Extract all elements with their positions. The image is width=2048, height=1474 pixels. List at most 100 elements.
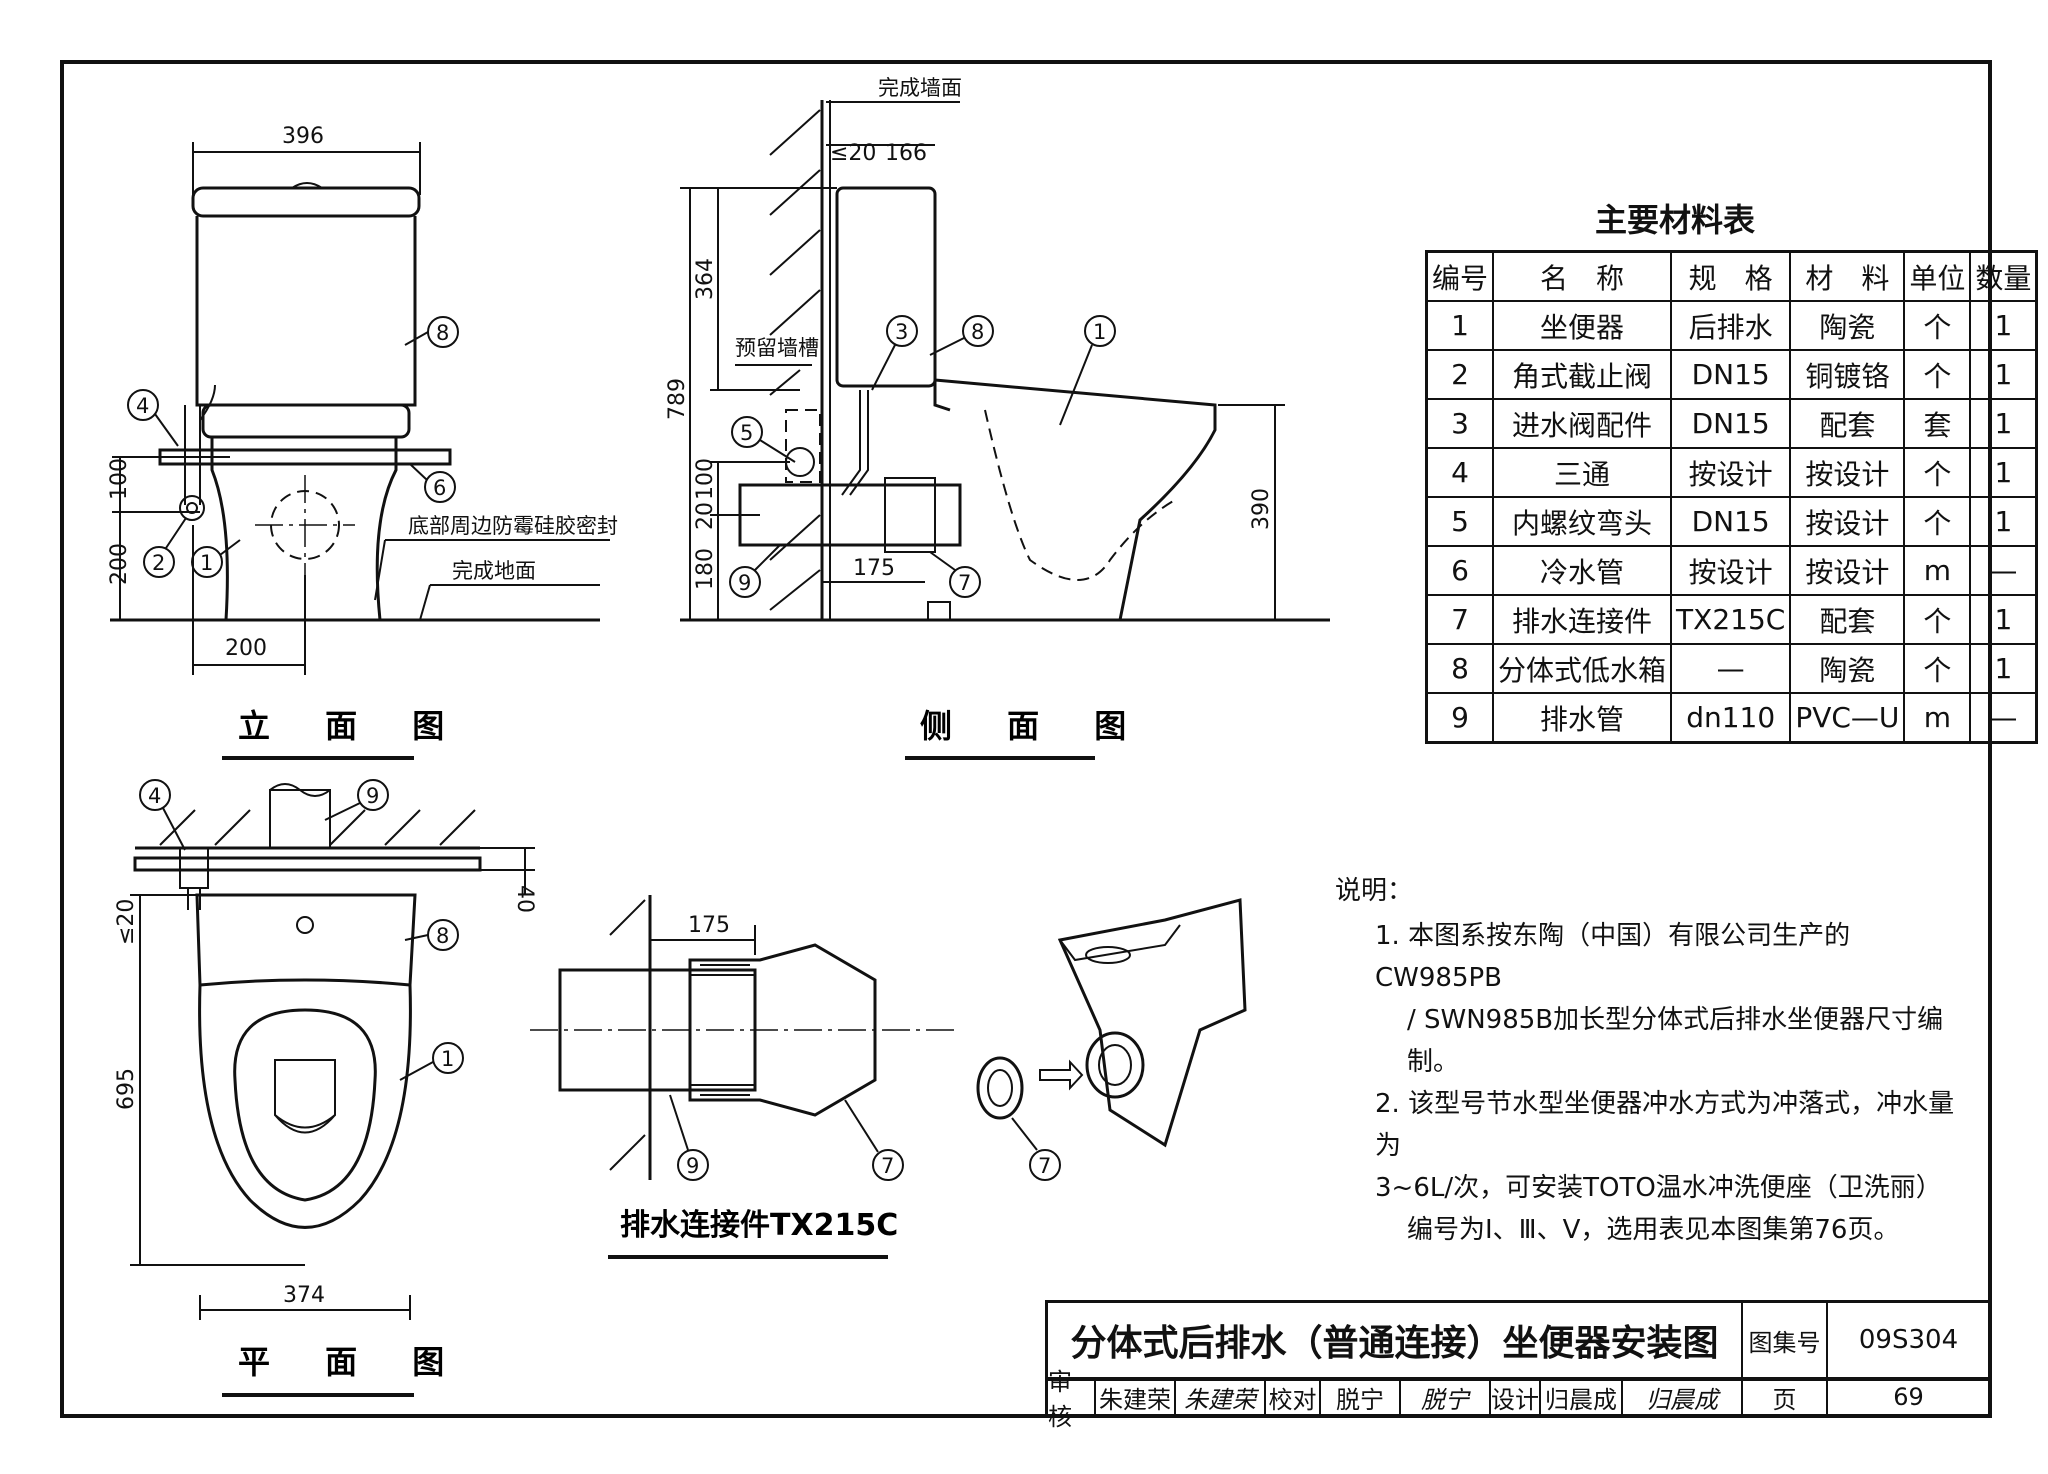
atlas-number: 09S304 bbox=[1828, 1303, 1989, 1379]
materials-cell: — bbox=[1969, 692, 2038, 744]
callout-2-elevation: 2 bbox=[143, 517, 187, 578]
materials-cell: 内螺纹弯头 bbox=[1492, 496, 1673, 547]
dim-695: 695 bbox=[114, 1068, 139, 1110]
dim-180: 180 bbox=[693, 548, 718, 590]
dim-175-side: 175 bbox=[853, 556, 895, 581]
materials-cell: 4 bbox=[1425, 447, 1495, 498]
svg-text:8: 8 bbox=[971, 320, 984, 344]
materials-cell: 3 bbox=[1425, 398, 1495, 449]
check-signature: 脱宁 bbox=[1401, 1379, 1491, 1415]
finish-wall-label: 完成墙面 bbox=[878, 76, 962, 100]
svg-text:1: 1 bbox=[441, 1047, 454, 1071]
svg-text:5: 5 bbox=[740, 421, 753, 445]
seal-note: 底部周边防霉硅胶密封 bbox=[408, 514, 618, 538]
callout-4-elevation: 4 bbox=[127, 389, 179, 447]
dim-166: 166 bbox=[885, 141, 927, 166]
dim-789: 789 bbox=[665, 378, 690, 420]
materials-header-cell: 单位 bbox=[1903, 250, 1972, 302]
materials-header-cell: 编号 bbox=[1425, 250, 1495, 302]
dim-gap-20-plan: ≤20 bbox=[114, 899, 139, 945]
materials-cell: 排水连接件 bbox=[1492, 594, 1673, 645]
review-label: 审核 bbox=[1048, 1368, 1096, 1431]
callout-3-side: 3 bbox=[871, 315, 918, 391]
callout-7-connector: 7 bbox=[844, 1099, 904, 1181]
materials-cell: 陶瓷 bbox=[1789, 643, 1906, 694]
materials-cell: 1 bbox=[1969, 300, 2038, 351]
side-view-title: 侧 面 图 bbox=[920, 707, 1148, 745]
callout-1-plan: 1 bbox=[399, 1042, 464, 1081]
dim-20-side: 20 bbox=[693, 502, 718, 530]
materials-header-row: 编号名 称规 格材 料单位数量 bbox=[1425, 250, 2038, 302]
materials-cell: 按设计 bbox=[1789, 545, 1906, 596]
review-name: 朱建荣 bbox=[1096, 1379, 1176, 1415]
materials-cell: — bbox=[1670, 643, 1792, 694]
callout-6-elevation: 6 bbox=[409, 463, 456, 503]
materials-cell: 个 bbox=[1903, 300, 1972, 351]
note-line: 3~6L/次，可安装TOTO温水冲洗便座（卫洗丽） bbox=[1375, 1173, 1942, 1203]
dim-gap-20-side: ≤20 bbox=[830, 141, 876, 166]
callout-8-plan: 8 bbox=[404, 919, 459, 951]
reserved-slot-label: 预留墙槽 bbox=[735, 336, 819, 360]
materials-cell: 分体式低水箱 bbox=[1492, 643, 1673, 694]
materials-cell: 铜镀铬 bbox=[1789, 349, 1906, 400]
materials-cell: DN15 bbox=[1670, 349, 1792, 400]
svg-text:7: 7 bbox=[1038, 1154, 1051, 1178]
materials-cell: 7 bbox=[1425, 594, 1495, 645]
materials-cell: 1 bbox=[1969, 349, 2038, 400]
plan-view: 695 ≤20 374 40 4 9 8 1 bbox=[114, 779, 537, 1320]
materials-header-cell: 名 称 bbox=[1492, 250, 1673, 302]
materials-cell: m bbox=[1903, 692, 1972, 744]
materials-cell: 配套 bbox=[1789, 594, 1906, 645]
materials-cell: 角式截止阀 bbox=[1492, 349, 1673, 400]
materials-cell: 个 bbox=[1903, 643, 1972, 694]
connector-detail-title: 排水连接件TX215C bbox=[620, 1208, 898, 1243]
materials-cell: 进水阀配件 bbox=[1492, 398, 1673, 449]
materials-cell: 个 bbox=[1903, 594, 1972, 645]
dim-374: 374 bbox=[283, 1283, 325, 1308]
callout-8-side: 8 bbox=[929, 315, 994, 356]
materials-cell: 1 bbox=[1425, 300, 1495, 351]
materials-cell: TX215C bbox=[1670, 594, 1792, 645]
title-block: 分体式后排水（普通连接）坐便器安装图 图集号 09S304 审核 朱建荣 朱建荣… bbox=[1045, 1300, 1992, 1431]
callout-1-side: 1 bbox=[1059, 315, 1116, 426]
dim-200-horizontal: 200 bbox=[225, 636, 267, 661]
notes-list: 1. 本图系按东陶（中国）有限公司生产的CW985PB/ SWN985B加长型分… bbox=[1375, 915, 1955, 1251]
page-label: 页 bbox=[1743, 1379, 1828, 1415]
materials-cell: dn110 bbox=[1670, 692, 1792, 744]
materials-cell: 后排水 bbox=[1670, 300, 1792, 351]
note-line: / SWN985B加长型分体式后排水坐便器尺寸编制。 bbox=[1407, 1005, 1944, 1077]
svg-text:6: 6 bbox=[433, 476, 446, 500]
svg-text:9: 9 bbox=[686, 1154, 699, 1178]
svg-text:3: 3 bbox=[895, 320, 908, 344]
materials-cell: 6 bbox=[1425, 545, 1495, 596]
dim-40: 40 bbox=[512, 885, 537, 913]
review-signature: 朱建荣 bbox=[1176, 1379, 1266, 1415]
signature-row: 审核 朱建荣 朱建荣 校对 脱宁 脱宁 设计 归晨成 归晨成 页 69 bbox=[1048, 1368, 1989, 1431]
dim-396: 396 bbox=[282, 124, 324, 149]
materials-cell: 5 bbox=[1425, 496, 1495, 547]
note-line: 2. 该型号节水型坐便器冲水方式为冲落式，冲水量为 bbox=[1375, 1089, 1955, 1161]
materials-cell: 2 bbox=[1425, 349, 1495, 400]
materials-cell: 个 bbox=[1903, 447, 1972, 498]
check-name: 脱宁 bbox=[1321, 1379, 1401, 1415]
materials-cell: PVC—U bbox=[1789, 692, 1906, 744]
svg-text:1: 1 bbox=[200, 551, 213, 575]
elevation-view-title: 立 面 图 bbox=[238, 707, 466, 745]
svg-text:1: 1 bbox=[1093, 320, 1106, 344]
materials-cell: 按设计 bbox=[1789, 447, 1906, 498]
svg-text:9: 9 bbox=[366, 784, 379, 808]
callout-4-plan: 4 bbox=[139, 779, 186, 851]
materials-header-cell: 材 料 bbox=[1789, 250, 1906, 302]
materials-cell: 1 bbox=[1969, 594, 2038, 645]
dim-175-connector: 175 bbox=[688, 913, 730, 938]
